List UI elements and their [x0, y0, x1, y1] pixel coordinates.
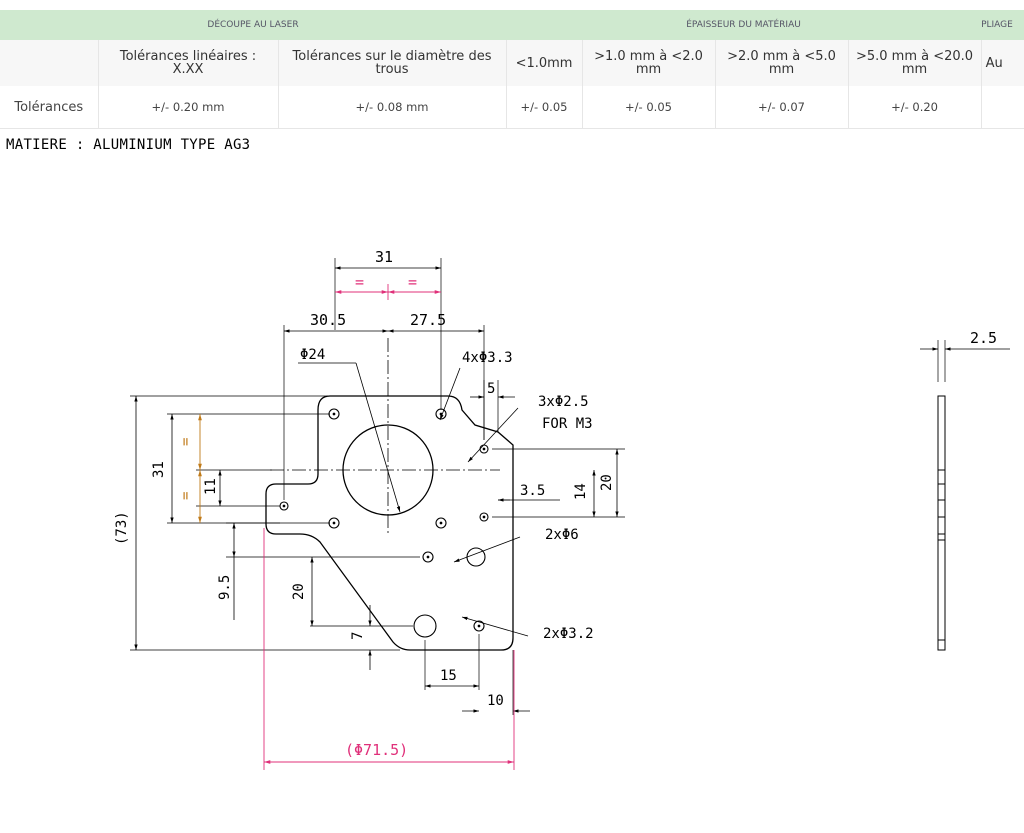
dim-5: 5	[487, 381, 495, 397]
extension-lines	[130, 258, 625, 715]
pink-dimensions	[263, 284, 515, 770]
cell-t2: +/- 0.05	[582, 86, 716, 129]
dim-31-top: 31	[375, 248, 393, 266]
header-thickness-4: >5.0 mm à <20.0 mm	[848, 40, 982, 86]
dim-dia-24: Φ24	[300, 347, 325, 363]
dim-20-left: 20	[291, 583, 307, 600]
dim-3-5: 3.5	[520, 483, 545, 499]
dim-dia-71-5: (Φ71.5)	[345, 741, 408, 759]
dim-2x-6: 2xΦ6	[545, 527, 579, 543]
cell-bend	[981, 86, 1024, 129]
cell-linear: +/- 0.20 mm	[98, 86, 279, 129]
group-header-thickness: ÉPAISSEUR DU MATÉRIAU	[506, 10, 982, 40]
dim-11: 11	[203, 478, 219, 495]
dim-3x-hole: 3xΦ2.5	[538, 394, 589, 410]
center-bore	[342, 424, 434, 516]
group-header-laser: DÉCOUPE AU LASER	[0, 10, 507, 40]
header-hole-tolerance: Tolérances sur le diamètre des trous	[278, 40, 507, 86]
leader-lines	[298, 362, 529, 637]
dimension-labels: 31 = = 30.5 27.5 Φ24 4xΦ3.3 5 3xΦ2.5 FOR…	[114, 248, 997, 759]
header-bending: Au	[981, 40, 1024, 86]
table-row: Tolérances +/- 0.20 mm +/- 0.08 mm +/- 0…	[0, 86, 1024, 129]
dim-thickness: 2.5	[970, 329, 997, 347]
dim-20-right: 20	[599, 474, 615, 491]
header-blank	[0, 40, 99, 86]
center-lines	[270, 338, 500, 535]
dim-4x-hole: 4xΦ3.3	[462, 350, 513, 366]
cell-t3: +/- 0.07	[715, 86, 849, 129]
dim-73: (73)	[114, 511, 130, 545]
dim-7: 7	[350, 632, 366, 640]
cell-t1: +/- 0.05	[506, 86, 583, 129]
dim-9-5: 9.5	[217, 575, 233, 600]
group-header-bending: PLIAGE	[981, 10, 1024, 40]
header-linear-tolerance: Tolérances linéaires : X.XX	[98, 40, 279, 86]
dim-eq-right: =	[408, 273, 417, 291]
dim-eq-lower: =	[178, 492, 194, 500]
dim-10: 10	[487, 693, 504, 709]
dim-eq-upper: =	[178, 438, 194, 446]
dim-for-m3: FOR M3	[542, 416, 593, 432]
header-thickness-1: <1.0mm	[506, 40, 583, 86]
part-outline	[265, 395, 514, 651]
header-thickness-2: >1.0 mm à <2.0 mm	[582, 40, 716, 86]
dim-27-5: 27.5	[410, 311, 446, 329]
dim-2x-3-2: 2xΦ3.2	[543, 626, 594, 642]
row-label: Tolérances	[0, 86, 99, 129]
material-note: MATIERE : ALUMINIUM TYPE AG3	[6, 137, 251, 153]
header-thickness-3: >2.0 mm à <5.0 mm	[715, 40, 849, 86]
tolerance-table: DÉCOUPE AU LASER ÉPAISSEUR DU MATÉRIAU P…	[0, 10, 1024, 129]
cell-hole: +/- 0.08 mm	[278, 86, 507, 129]
dimension-lines	[134, 266, 619, 713]
dim-31-left: 31	[151, 461, 167, 478]
dim-15: 15	[440, 668, 457, 684]
dim-30-5: 30.5	[310, 311, 346, 329]
cell-t4: +/- 0.20	[848, 86, 982, 129]
dim-14: 14	[573, 483, 589, 500]
side-view	[920, 340, 1010, 651]
dim-eq-left: =	[355, 273, 364, 291]
